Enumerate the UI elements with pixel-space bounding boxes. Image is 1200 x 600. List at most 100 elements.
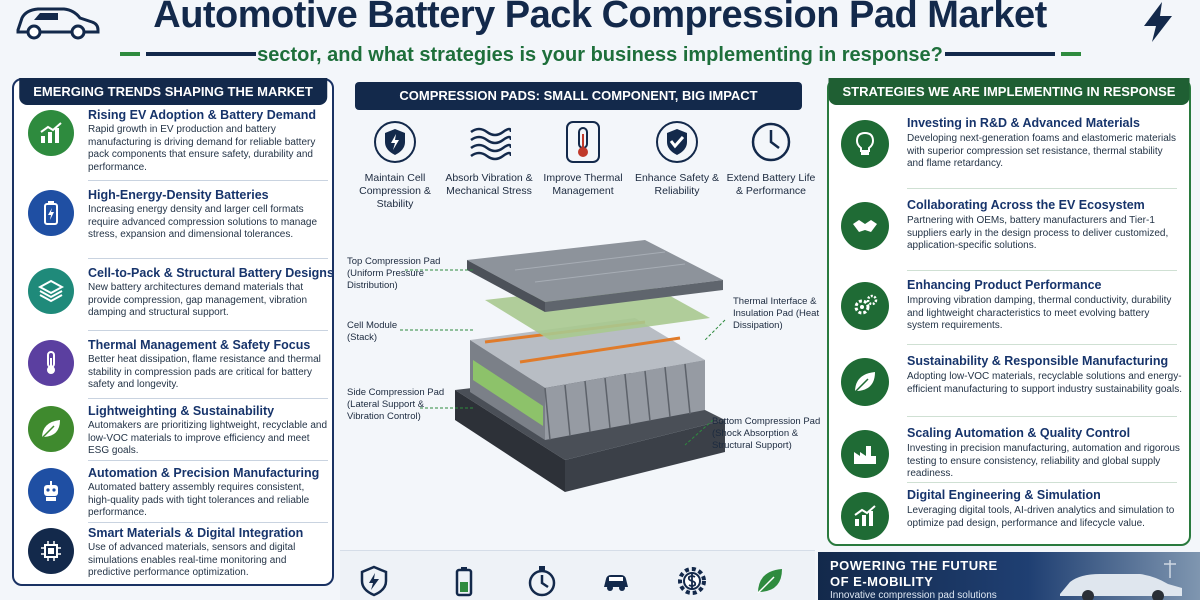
trend-heading: Smart Materials & Digital Integration: [88, 526, 304, 540]
lightning-bolt-icon: [1144, 2, 1172, 42]
shield-check-icon: [655, 120, 699, 164]
divider: [88, 460, 328, 461]
car-icon: [600, 565, 632, 597]
strategy-heading: Collaborating Across the EV Ecosystem: [907, 198, 1145, 212]
trend-description: Automated battery assembly requires cons…: [88, 482, 310, 518]
trend-heading: Rising EV Adoption & Battery Demand: [88, 108, 317, 122]
strategy-description: Investing in precision manufacturing, au…: [907, 443, 1180, 479]
feature-item: Enhance Safety & Reliability: [632, 120, 722, 198]
trend-heading: Thermal Management & Safety Focus: [88, 338, 311, 352]
handshake-icon: [841, 202, 889, 250]
shield-bolt-icon: [358, 565, 390, 597]
power-banner-line2: OF E-MOBILITY: [830, 574, 934, 589]
clock-icon: [749, 120, 793, 164]
callout-thermal-pad: Thermal Interface & Insulation Pad (Heat…: [733, 296, 820, 331]
feature-label: Extend Battery Life & Performance: [726, 172, 816, 197]
feature-label: Improve Thermal Management: [543, 172, 623, 197]
callout-cell-module: Cell Module (Stack): [347, 320, 398, 343]
leader-line: [684, 419, 714, 446]
layers-icon: [28, 268, 74, 314]
feature-label: Enhance Safety & Reliability: [634, 172, 720, 197]
feature-item: Extend Battery Life & Performance: [726, 120, 816, 198]
divider: [88, 398, 328, 399]
divider: [88, 522, 328, 523]
car-silhouette-icon: [1060, 560, 1182, 600]
gears-icon: [841, 282, 889, 330]
callout-top-pad: Top Compression Pad (Uniform Pressure Di…: [347, 256, 441, 291]
trend-description: Rapid growth in EV production and batter…: [88, 124, 316, 173]
header-decoration-right: [945, 52, 1081, 56]
factory-icon: [841, 430, 889, 478]
divider: [88, 180, 328, 181]
shield-bolt-icon: [373, 120, 417, 164]
ev-car-icon: [16, 7, 100, 40]
power-banner-line1: POWERING THE FUTURE: [830, 558, 998, 573]
strategy-description: Developing next-generation foams and ela…: [907, 133, 1177, 169]
page-title: Automotive Battery Pack Compression Pad …: [153, 0, 1047, 36]
chip-icon: [28, 528, 74, 574]
leader-line: [704, 319, 726, 341]
battery-pack-diagram: [400, 240, 726, 492]
divider: [907, 482, 1177, 483]
feature-item: Improve Thermal Management: [538, 120, 628, 198]
divider: [907, 416, 1177, 417]
callout-side-pad: Side Compression Pad (Lateral Support & …: [347, 387, 445, 422]
trend-description: Use of advanced materials, sensors and d…: [88, 542, 296, 578]
divider: [88, 258, 328, 259]
trend-description: Better heat dissipation, flame resistanc…: [88, 354, 321, 390]
leaf-icon: [841, 358, 889, 406]
divider: [907, 188, 1177, 189]
strategy-heading: Enhancing Product Performance: [907, 278, 1102, 292]
trends-panel-title: EMERGING TRENDS SHAPING THE MARKET: [19, 78, 327, 105]
battery-icon: [448, 565, 480, 597]
strategy-heading: Investing in R&D & Advanced Materials: [907, 116, 1140, 130]
trend-description: New battery architectures demand materia…: [88, 282, 308, 318]
trend-description: Automakers are prioritizing lightweight,…: [88, 420, 328, 456]
thermometer-icon: [28, 340, 74, 386]
strategy-description: Leveraging digital tools, AI-driven anal…: [907, 505, 1175, 529]
chart-up-icon: [841, 492, 889, 540]
divider: [88, 330, 328, 331]
leaf-icon: [754, 565, 786, 597]
waves-icon: [467, 120, 511, 164]
cell-module: [470, 318, 705, 441]
robot-icon: [28, 468, 74, 514]
power-banner: POWERING THE FUTURE OF E-MOBILITY Innova…: [818, 552, 1200, 600]
feature-row: Maintain Cell Compression & Stability Ab…: [350, 120, 815, 220]
strategies-panel-title: STRATEGIES WE ARE IMPLEMENTING IN RESPON…: [828, 78, 1190, 105]
header: Automotive Battery Pack Compression Pad …: [0, 0, 1200, 74]
page-subtitle: sector, and what strategies is your busi…: [257, 44, 943, 66]
power-banner-line3: Innovative compression pad solutions: [830, 590, 997, 600]
trend-heading: Lightweighting & Sustainability: [88, 404, 275, 418]
stopwatch-icon: [526, 565, 558, 597]
feature-label: Maintain Cell Compression & Stability: [359, 172, 431, 210]
feature-label: Absorb Vibration & Mechanical Stress: [445, 172, 533, 197]
strategy-heading: Sustainability & Responsible Manufacturi…: [907, 354, 1169, 368]
strategy-description: Improving vibration damping, thermal con…: [907, 295, 1172, 331]
top-pad: [467, 240, 723, 312]
strategy-heading: Digital Engineering & Simulation: [907, 488, 1101, 502]
trend-heading: Automation & Precision Manufacturing: [88, 466, 320, 480]
trends-panel: EMERGING TRENDS SHAPING THE MARKET Risin…: [12, 78, 334, 586]
divider: [907, 344, 1177, 345]
strategies-panel: STRATEGIES WE ARE IMPLEMENTING IN RESPON…: [827, 78, 1191, 546]
chart-up-icon: [28, 110, 74, 156]
gear-dollar-icon: [676, 565, 708, 597]
header-decoration-left: [120, 52, 256, 56]
strategy-description: Partnering with OEMs, battery manufactur…: [907, 215, 1169, 251]
feature-item: Maintain Cell Compression & Stability: [350, 120, 440, 211]
strategy-description: Adopting low-VOC materials, recyclable s…: [907, 371, 1182, 395]
callout-bottom-pad: Bottom Compression Pad (Shock Absorption…: [712, 416, 821, 451]
trend-heading: High-Energy-Density Batteries: [88, 188, 269, 202]
divider: [907, 270, 1177, 271]
strategy-heading: Scaling Automation & Quality Control: [907, 426, 1131, 440]
feature-item: Absorb Vibration & Mechanical Stress: [444, 120, 534, 198]
trend-description: Increasing energy density and larger cel…: [88, 204, 318, 240]
trend-heading: Cell-to-Pack & Structural Battery Design…: [88, 266, 334, 280]
thermometer-icon: [561, 120, 605, 164]
bottom-icon-strip: [340, 550, 815, 600]
leaf-icon: [28, 406, 74, 452]
center-title: COMPRESSION PADS: SMALL COMPONENT, BIG I…: [355, 82, 802, 110]
battery-icon: [28, 190, 74, 236]
lightbulb-icon: [841, 120, 889, 168]
